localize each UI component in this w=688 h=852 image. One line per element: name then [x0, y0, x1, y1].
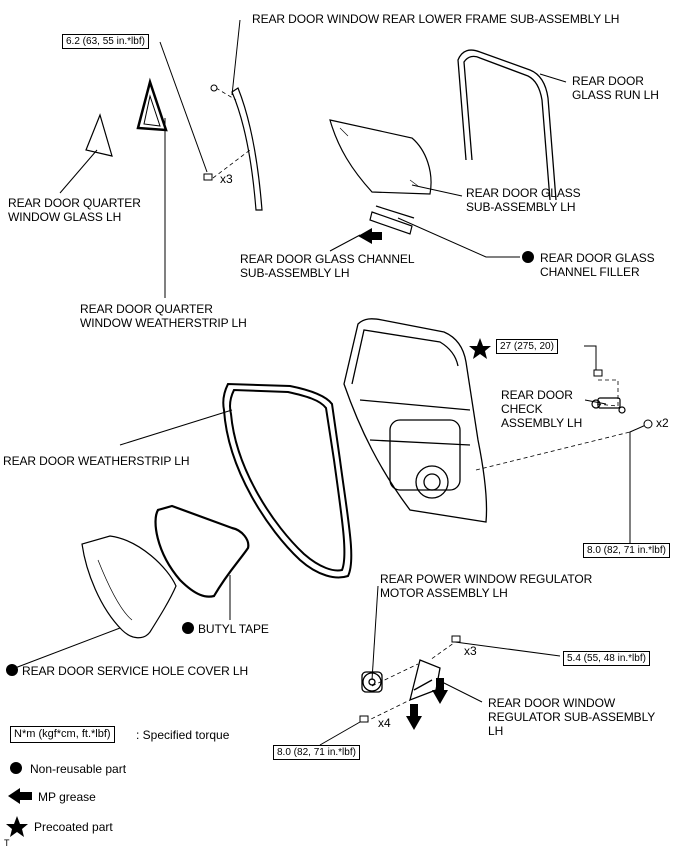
leader-check	[584, 399, 607, 405]
leader-torque-1	[159, 41, 208, 173]
leader-frame-lower	[231, 19, 241, 96]
leader-torque-3	[629, 423, 649, 545]
leader-torque-4	[454, 641, 561, 657]
footer-mark: T	[4, 838, 10, 848]
torque-box-5: 8.0 (82, 71 in.*lbf)	[273, 745, 360, 760]
leader-motor	[371, 585, 379, 681]
legend-non-reusable: Non-reusable part	[30, 762, 127, 776]
label-service-cover: REAR DOOR SERVICE HOLE COVER LH	[22, 664, 249, 678]
count-x3-frame: x3	[220, 172, 233, 186]
leader-glass-channel	[329, 234, 361, 252]
label-regulator: REAR DOOR WINDOW REGULATOR SUB-ASSEMBLY …	[488, 696, 656, 738]
count-x4-motor: x4	[378, 716, 391, 730]
torque-box-1: 6.2 (63, 55 in.*lbf)	[62, 34, 149, 49]
label-check-assembly: REAR DOOR CHECK ASSEMBLY LH	[501, 388, 583, 430]
label-regulator-motor: REAR POWER WINDOW REGULATOR MOTOR ASSEMB…	[380, 572, 593, 600]
torque-box-2: 27 (275, 20)	[496, 339, 558, 354]
label-quarter-weatherstrip: REAR DOOR QUARTER WINDOW WEATHERSTRIP LH	[80, 302, 247, 330]
legend-torque-text: : Specified torque	[136, 728, 230, 742]
count-x3-regulator: x3	[464, 644, 477, 658]
leader-regulator	[437, 679, 483, 703]
legend-precoated: Precoated part	[34, 820, 113, 834]
leader-torque-5	[319, 721, 361, 746]
leader-channel-filler	[397, 217, 520, 258]
count-x2-check: x2	[656, 416, 669, 430]
leader-quarter-glass	[59, 149, 98, 194]
label-quarter-glass: REAR DOOR QUARTER WINDOW GLASS LH	[8, 196, 141, 224]
legend-mp-grease: MP grease	[38, 790, 96, 804]
label-channel-filler: REAR DOOR GLASS CHANNEL FILLER	[540, 251, 655, 279]
leader-glass-run	[539, 73, 567, 83]
label-butyl-tape: BUTYL TAPE	[198, 622, 269, 636]
leader-weatherstrip	[119, 409, 233, 446]
label-glass-run: REAR DOOR GLASS RUN LH	[572, 74, 659, 102]
torque-box-3: 8.0 (82, 71 in.*lbf)	[583, 543, 670, 558]
label-glass: REAR DOOR GLASS SUB-ASSEMBLY LH	[466, 186, 581, 214]
label-weatherstrip: REAR DOOR WEATHERSTRIP LH	[3, 454, 190, 468]
torque-box-4: 5.4 (55, 48 in.*lbf)	[563, 651, 650, 666]
leader-torque-2	[584, 345, 597, 370]
label-frame-lower: REAR DOOR WINDOW REAR LOWER FRAME SUB-AS…	[252, 12, 620, 26]
legend-torque-box: N*m (kgf*cm, ft.*lbf)	[10, 726, 115, 743]
leader-service-cover	[14, 627, 121, 669]
label-glass-channel: REAR DOOR GLASS CHANNEL SUB-ASSEMBLY LH	[240, 252, 415, 280]
leader-glass	[411, 184, 463, 197]
